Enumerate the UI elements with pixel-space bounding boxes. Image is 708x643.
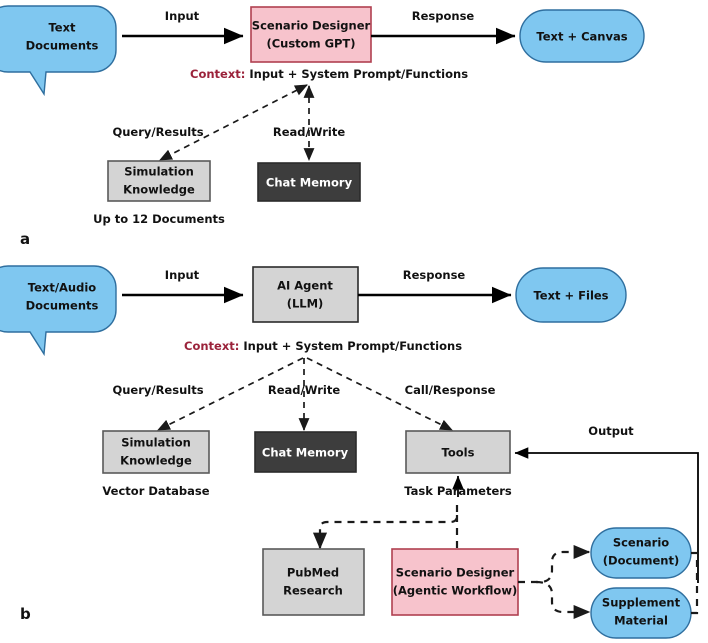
node-a-chat-memory-label: Chat Memory [266,176,353,190]
node-b-input-documents: Text/Audio Documents [0,265,117,357]
node-a-input-documents: Text Documents [0,5,117,97]
caption-b-knowledge: Vector Database [102,484,209,498]
edge-b-query-arrow [157,357,304,431]
context-b-key: Context: [184,339,239,353]
node-a-agent-line2: (Custom GPT) [266,37,355,51]
edge-b-supplement-merge [691,553,699,615]
node-b-output: Text + Files [515,267,627,323]
node-b-input-documents-line2: Documents [26,299,99,313]
node-b-knowledge: Simulation Knowledge [102,430,210,474]
node-a-knowledge-line1: Simulation [124,165,194,179]
node-a-input-documents-line2: Documents [26,39,99,53]
edge-b-task-parameters-label: Task Parameters [404,484,512,498]
edge-a-response-label: Response [412,9,475,23]
node-b-output-label: Text + Files [533,289,608,303]
context-b: Context: Input + System Prompt/Functions [184,339,462,353]
edge-a-input-label: Input [165,9,200,23]
context-a-rest: Input + System Prompt/Functions [245,67,468,81]
node-b-pubmed-line1: PubMed [287,566,339,580]
context-a-key: Context: [190,67,245,81]
node-b-knowledge-line1: Simulation [121,436,191,450]
node-a-agent: Scenario Designer (Custom GPT) [250,6,372,63]
node-b-scenario-document-line2: (Document) [603,554,679,568]
edge-b-callresponse-label: Call/Response [405,383,496,397]
node-b-agent-line2: (LLM) [287,297,324,311]
edge-b-to-supplement [535,580,591,620]
node-b-supplement-material-line1: Supplement [602,596,681,610]
edge-b-input-label: Input [165,268,200,282]
node-b-tools: Tools [405,430,511,474]
context-b-rest: Input + System Prompt/Functions [239,339,462,353]
node-a-output-label: Text + Canvas [536,30,627,44]
node-b-pubmed-line2: Research [283,584,343,598]
node-b-chat-memory: Chat Memory [254,431,357,473]
node-b-pubmed: PubMed Research [262,548,365,616]
node-a-knowledge-line2: Knowledge [123,183,195,197]
edge-b-output-label: Output [588,424,634,438]
node-b-designer: Scenario Designer (Agentic Workflow) [391,548,519,616]
node-b-input-documents-line1: Text/Audio [28,281,96,295]
panel-label-a: a [20,230,30,248]
node-a-input-documents-line1: Text [48,21,76,35]
edge-b-to-scenario-doc [518,544,591,584]
edge-b-readwrite-label: Read/Write [268,383,340,397]
edge-b-query-label: Query/Results [112,383,203,397]
node-b-supplement-material-line2: Material [614,614,668,628]
node-b-chat-memory-label: Chat Memory [262,446,349,460]
node-b-tools-label: Tools [442,446,475,460]
node-a-output: Text + Canvas [519,9,645,63]
node-a-knowledge: Simulation Knowledge [107,160,211,202]
edge-a-readwrite-label: Read/Write [273,125,345,139]
edge-b-output-arrow [514,447,699,583]
edge-b-pubmed-branch [312,505,459,550]
node-b-designer-line2: (Agentic Workflow) [393,584,517,598]
node-b-knowledge-line2: Knowledge [120,454,192,468]
edge-a-query-label: Query/Results [112,125,203,139]
node-b-scenario-document-line1: Scenario [613,536,669,550]
edge-b-callresponse-arrow [306,357,453,431]
caption-a-knowledge: Up to 12 Documents [93,212,225,226]
context-a: Context: Input + System Prompt/Functions [190,67,468,81]
node-a-agent-line1: Scenario Designer [252,19,371,33]
panel-label-b: b [20,605,31,623]
edge-b-response-label: Response [403,268,466,282]
node-b-scenario-document: Scenario (Document) [590,527,692,579]
svg-text:Context: Input + System Prompt: Context: Input + System Prompt/Functions [190,67,468,81]
svg-text:Context: Input + System Prompt: Context: Input + System Prompt/Functions [184,339,462,353]
node-b-agent-line1: AI Agent [277,279,333,293]
edge-a-query-arrow [159,84,308,161]
node-b-supplement-material: Supplement Material [590,587,692,639]
node-b-designer-line1: Scenario Designer [396,566,515,580]
node-a-chat-memory: Chat Memory [257,162,361,202]
node-b-agent: AI Agent (LLM) [252,266,359,323]
